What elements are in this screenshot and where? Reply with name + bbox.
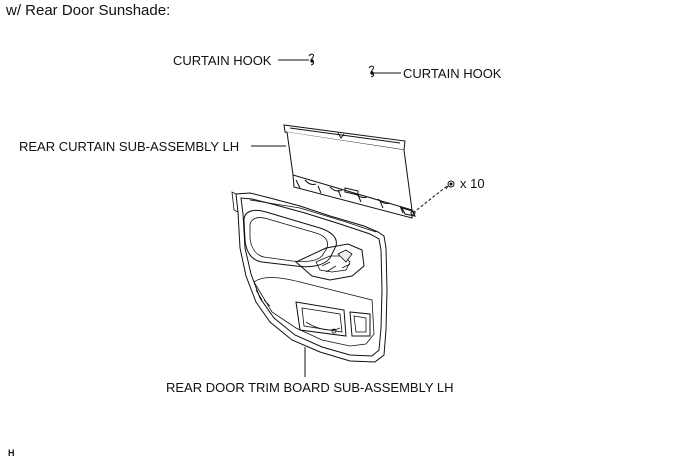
clip-icon (445, 180, 455, 190)
rear-door-trim-illustration (231, 191, 388, 363)
illustration-code: H (8, 448, 15, 458)
curtain-hook-left-label: CURTAIN HOOK (173, 53, 272, 68)
clip-count-label: x 10 (460, 176, 485, 191)
curtain-hook-left-icon (308, 53, 315, 66)
rear-curtain-illustration (283, 124, 417, 219)
curtain-hook-right-icon (368, 65, 375, 78)
leader-lines (251, 59, 448, 377)
curtain-hook-right-label: CURTAIN HOOK (403, 66, 502, 81)
page-title: w/ Rear Door Sunshade: (6, 2, 171, 19)
rear-curtain-label: REAR CURTAIN SUB-ASSEMBLY LH (19, 139, 240, 154)
door-trim-label: REAR DOOR TRIM BOARD SUB-ASSEMBLY LH (166, 380, 454, 395)
